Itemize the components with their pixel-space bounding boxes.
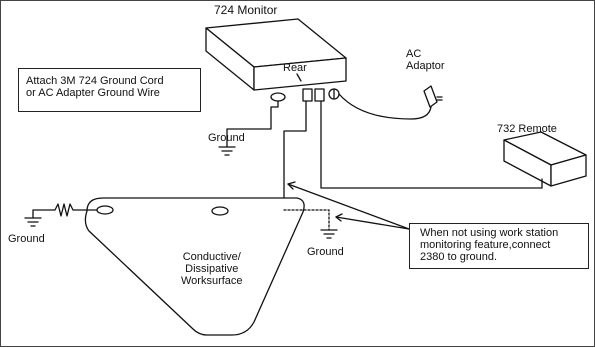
remote-unit [320,100,587,189]
ac-adaptor [338,85,443,120]
callout-leaders [287,181,410,230]
ac-adaptor-label: AC Adaptor [406,48,445,72]
worksurface-wire [283,100,307,212]
monitor-unit [205,18,347,102]
ground-jack-port [270,92,286,102]
callout-line-1: When not using work station [420,227,559,239]
worksurface-label: Conductive/ Dissipative Worksurface [181,251,243,287]
ground-mid-label: Ground [307,246,344,258]
attach-note-line-2: or AC Adapter Ground Wire [26,87,160,99]
worksurface-mat [84,197,305,336]
monitor-label: 724 Monitor [214,3,278,17]
callout-box: When not using work station monitoring f… [409,223,589,269]
attach-note-line-1: Attach 3M 724 Ground Cord [26,75,164,87]
remote-label: 732 Remote [497,123,557,135]
ground-top-label: Ground [208,132,245,144]
port-1 [302,88,313,102]
callout-line-3: 2380 to ground. [420,251,498,263]
monitor-ground-wire [218,100,279,156]
callout-line-2: monitoring feature,connect [420,239,551,251]
optional-ground-link [283,209,338,239]
ground-left-label: Ground [8,233,45,245]
attach-note-box: Attach 3M 724 Ground Cord or AC Adapter … [18,68,201,112]
resistor-ground [24,203,98,227]
rear-label: Rear [283,62,307,74]
port-2 [314,88,325,102]
